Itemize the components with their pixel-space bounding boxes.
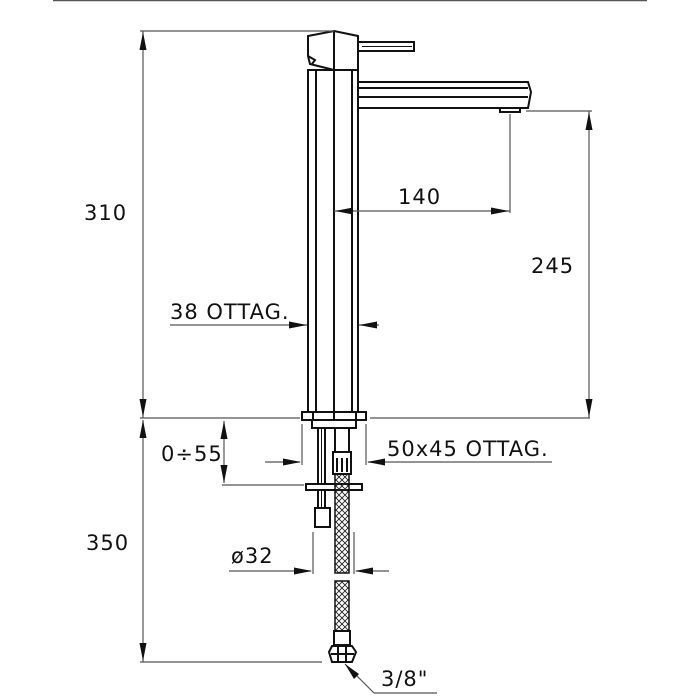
label-spout-height: 245 [531, 254, 574, 278]
label-body-size: 38 OTTAG. [170, 300, 290, 324]
label-connection-thread: 3/8" [381, 667, 428, 691]
label-hole-diameter: ø32 [231, 544, 274, 568]
dimension-spout-reach: 140 [334, 114, 511, 215]
label-base-size: 50x45 OTTAG. [387, 437, 549, 461]
label-deck-thickness: 0÷55 [161, 442, 223, 466]
dimension-connection-thread: 3/8" [344, 663, 437, 694]
dimension-total-height: 310 [84, 30, 334, 418]
dimension-spout-height: 245 [526, 110, 593, 418]
under-deck-fittings [305, 427, 363, 663]
label-spout-reach: 140 [398, 185, 441, 209]
dimension-hole-diameter: ø32 [229, 532, 389, 575]
dimension-below-deck: 350 [86, 420, 322, 663]
label-total-height: 310 [84, 201, 127, 225]
dimension-base-size: 50x45 OTTAG. [265, 424, 552, 466]
dimension-deck-thickness: 0÷55 [161, 421, 304, 486]
dimension-body-size: 38 OTTAG. [170, 300, 379, 329]
label-below-deck: 350 [86, 531, 129, 555]
faucet-body [301, 29, 533, 429]
